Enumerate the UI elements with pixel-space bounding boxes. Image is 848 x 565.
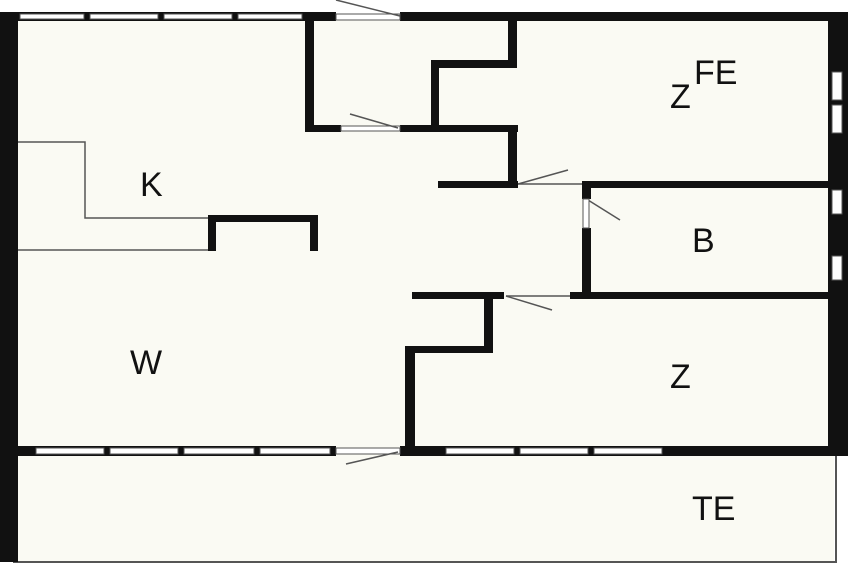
- room-labels: K W Z FE B Z TE: [130, 54, 737, 528]
- wall-bathroom-left: [582, 181, 591, 199]
- door-entrance-leaf: [335, 0, 401, 17]
- wall-bedroom-bottom-step: [405, 346, 493, 353]
- room-label-terrace: TE: [692, 490, 735, 528]
- window-bottom-7: [593, 447, 663, 455]
- wall-closet-bottom: [400, 125, 518, 132]
- wall-bathroom-left-lower: [582, 228, 591, 298]
- window-top-2: [89, 13, 159, 20]
- wall-top-right: [400, 12, 836, 21]
- window-right-4: [831, 255, 843, 281]
- kitchen-counter: [18, 141, 208, 219]
- window-right-3: [831, 189, 843, 215]
- window-top-1: [19, 13, 85, 20]
- wall-bedroom-bottom-top: [412, 292, 504, 299]
- walls: [0, 12, 848, 562]
- room-label-kitchen: K: [140, 166, 163, 204]
- floor-area: [14, 14, 834, 562]
- wall-hall-left: [305, 14, 314, 130]
- window-bottom-5: [445, 447, 515, 455]
- wall-bedroom-top-bottom: [438, 181, 518, 188]
- doors: [335, 0, 621, 465]
- wall-bedroom-bottom-stub: [484, 292, 493, 352]
- windows: [19, 13, 843, 455]
- wall-closet-vert: [431, 60, 439, 130]
- door-hall-opening: [340, 125, 401, 132]
- window-bottom-1: [35, 447, 105, 455]
- wall-left: [0, 12, 18, 562]
- window-top-3: [163, 13, 233, 20]
- window-bottom-6: [519, 447, 589, 455]
- wall-bedroom-bottom-left: [405, 346, 415, 452]
- door-hall-leaf: [349, 113, 399, 129]
- window-right-1: [831, 71, 843, 101]
- room-label-bedroom-top: Z: [670, 78, 691, 116]
- wall-closet-top: [431, 60, 515, 68]
- room-label-living: W: [130, 344, 162, 382]
- window-bottom-3: [183, 447, 255, 455]
- window-bottom-4: [259, 447, 331, 455]
- door-entrance-opening: [335, 13, 401, 21]
- wall-bedroom-top-left: [508, 125, 517, 187]
- wall-hall-bottom: [305, 125, 341, 132]
- wall-niche-left: [208, 215, 216, 251]
- room-label-bathroom: B: [692, 222, 715, 260]
- door-bathroom-leaf: [587, 199, 621, 221]
- wall-niche-right: [310, 215, 318, 251]
- window-top-4: [237, 13, 303, 20]
- room-label-bedroom-bottom: Z: [670, 358, 691, 396]
- window-bottom-2: [109, 447, 179, 455]
- door-bedroom-bottom-leaf: [505, 295, 553, 311]
- door-bedroom-top-leaf: [517, 169, 569, 185]
- door-terrace-leaf: [345, 451, 399, 465]
- door-bathroom-opening: [582, 198, 590, 229]
- room-label-window-top-right: FE: [694, 54, 737, 92]
- window-right-2: [831, 104, 843, 134]
- wall-niche-top: [208, 215, 318, 222]
- door-terrace-opening: [335, 447, 401, 455]
- wall-bathroom-top: [582, 181, 834, 188]
- wall-closet-right: [508, 14, 517, 68]
- wall-bathroom-bottom: [570, 292, 834, 299]
